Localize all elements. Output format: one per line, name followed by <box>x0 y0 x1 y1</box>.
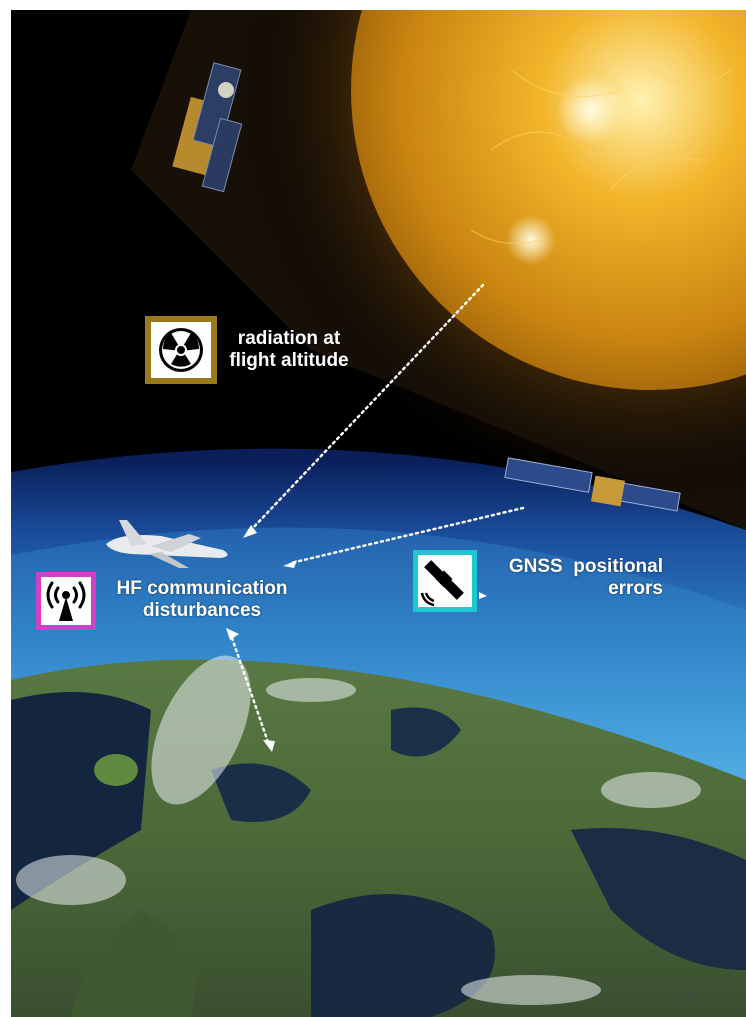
hf-icon-box <box>36 572 96 630</box>
arrow-hf-earth <box>230 636 271 747</box>
radiation-label: radiation at flight altitude <box>229 328 349 372</box>
gnss-label-line1: GNSS positional <box>508 556 663 577</box>
gnss-icon-box <box>413 550 477 612</box>
hf-label-line2: disturbances <box>142 600 262 621</box>
radiation-label-line2: flight altitude <box>229 350 349 371</box>
sun <box>351 10 746 390</box>
arrow-sun-to-plane <box>249 283 485 532</box>
satellite-icon <box>420 560 464 607</box>
arrow-gnss-to-plane <box>289 506 525 565</box>
airplane <box>106 520 228 568</box>
gnss-satellite <box>504 457 681 512</box>
space-weather-illustration: radiation at flight altitude HF communic… <box>11 10 746 1017</box>
solar-observatory-satellite <box>172 62 243 193</box>
scene-graphic <box>11 10 746 1017</box>
gnss-label: GNSS positional errors <box>479 556 663 600</box>
page-number: 4 <box>685 989 694 1006</box>
radiation-icon <box>159 328 203 372</box>
arrows <box>230 283 525 747</box>
radiation-icon-box <box>145 316 217 384</box>
antenna-icon <box>46 581 86 621</box>
hf-label: HF communication disturbances <box>97 578 307 622</box>
radiation-label-line1: radiation at <box>237 328 341 349</box>
gnss-label-line2: errors <box>608 578 663 599</box>
hf-label-line1: HF communication <box>116 578 288 599</box>
